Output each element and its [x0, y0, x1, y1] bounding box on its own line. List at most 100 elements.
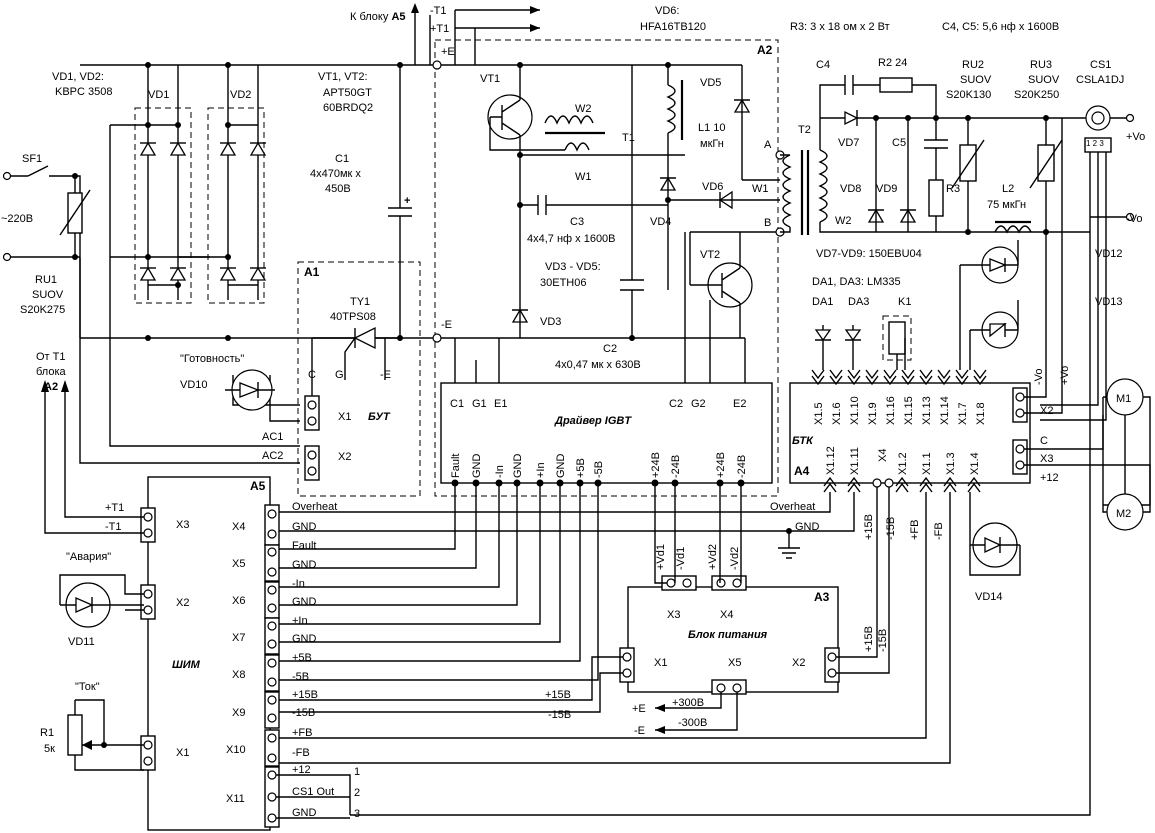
- k1-label: K1: [898, 296, 911, 308]
- driver-igbt-block: [440, 382, 773, 484]
- cs1-part: CSLA1DJ: [1076, 74, 1124, 86]
- a3-m15: -15В: [877, 629, 889, 652]
- svg-text:X1.1: X1.1: [921, 452, 933, 475]
- ac2-label: AC2: [262, 450, 283, 462]
- a4-top-pin-labels: X1.5 X1.6 X1.10 X1.9 X1.16 X1.15 X1.13 X…: [813, 396, 987, 425]
- da-title: DA1, DA3: LM335: [812, 276, 901, 288]
- svg-text:X1.6: X1.6: [831, 402, 843, 425]
- vd35-part: 30ETH06: [540, 277, 586, 289]
- svg-text:GND: GND: [292, 521, 317, 533]
- a3-plus-e: +E: [632, 703, 646, 715]
- drv-pin-e2: E2: [733, 398, 746, 410]
- bridge-vd1: [110, 65, 210, 300]
- a5-connectors: [264, 504, 280, 828]
- a1-pin-g: G: [335, 369, 344, 381]
- svg-text:X4: X4: [877, 449, 889, 462]
- vd12-label: VD12: [1095, 248, 1123, 260]
- l1-unit: мкГн: [700, 138, 724, 150]
- svg-text:-24В: -24В: [736, 455, 748, 478]
- svg-text:X10: X10: [226, 744, 246, 756]
- vd5-label: VD5: [700, 77, 721, 89]
- a5-connector-labels: X4 Overheat GND X5 Fault GND X6 -In GND …: [226, 501, 360, 820]
- t1-pos-label: +T1: [430, 23, 449, 35]
- a3-p15b: +15В: [545, 689, 571, 701]
- c3-value: 4x4,7 нф x 1600В: [527, 233, 616, 245]
- svg-text:Overheat: Overheat: [292, 501, 337, 513]
- ac1-label: AC1: [262, 431, 283, 443]
- alarm-label: "Авария": [66, 551, 111, 563]
- a4-m15: -15В: [885, 517, 897, 540]
- a4-vo-neg: -Vo: [1033, 368, 1045, 385]
- svg-text:X7: X7: [232, 632, 245, 644]
- da3-label: DA3: [848, 296, 869, 308]
- svg-text:-In: -In: [494, 465, 506, 478]
- vt-part2: 60BRDQ2: [323, 102, 373, 114]
- svg-text:-In: -In: [292, 578, 305, 590]
- svg-text:GND: GND: [292, 559, 317, 571]
- svg-text:3: 3: [354, 808, 360, 820]
- to-a5-label: К блоку A5: [350, 11, 406, 23]
- a1-x1: X1: [338, 411, 351, 423]
- svg-text:X1.12: X1.12: [825, 446, 837, 475]
- point-a: A: [764, 139, 772, 151]
- vd11-label: VD11: [68, 636, 95, 648]
- svg-text:X1.7: X1.7: [957, 402, 969, 425]
- thyristor-ty1: [311, 326, 400, 398]
- a4-top-connectors: [811, 369, 987, 386]
- a4-name: БТК: [792, 435, 814, 447]
- a3-vd1p: +Vd1: [655, 544, 667, 570]
- a1-x2: X2: [338, 451, 351, 463]
- cs1-pins: 1 2 3: [1086, 139, 1104, 148]
- svg-text:X1.16: X1.16: [885, 396, 897, 425]
- svg-text:GND: GND: [471, 454, 483, 479]
- w1-label: W1: [575, 171, 592, 183]
- ty1-label: TY1: [350, 296, 370, 308]
- svg-text:X1.11: X1.11: [849, 447, 861, 475]
- a4-tag: A4: [794, 464, 810, 478]
- t1-neg-label: -T1: [430, 5, 447, 17]
- driver-name: Драйвер IGBT: [554, 415, 632, 427]
- vd9-label: VD9: [876, 183, 897, 195]
- svg-text:CS1 Out: CS1 Out: [292, 786, 334, 798]
- a4-bottom-connectors: [823, 476, 981, 493]
- vo-neg-out: -Vo: [1126, 213, 1143, 225]
- vd6-title: VD6:: [655, 5, 679, 17]
- a5-name: ШИМ: [172, 659, 201, 671]
- c3-label: C3: [570, 216, 584, 228]
- svg-text:X6: X6: [232, 595, 245, 607]
- a3-p300: +300В: [672, 697, 704, 709]
- vd7-label: VD7: [838, 137, 859, 149]
- l1-label: L1 10: [698, 122, 726, 134]
- block-a1-outline: [297, 261, 421, 497]
- c1-plus: +: [404, 195, 410, 207]
- drv-pin-c1: C1: [450, 398, 464, 410]
- svg-text:X9: X9: [232, 707, 245, 719]
- t1-w1-label: W1: [752, 183, 769, 195]
- svg-text:+15В: +15В: [292, 689, 318, 701]
- svg-text:X4: X4: [232, 521, 245, 533]
- a4-pfb: +FB: [909, 520, 921, 540]
- a4-mfb: -FB: [933, 522, 945, 540]
- vd35-title: VD3 - VD5:: [545, 261, 601, 273]
- ru3-part: S20K250: [1014, 89, 1059, 101]
- a5-x3: X3: [176, 519, 189, 531]
- a2-tag: A2: [757, 43, 773, 57]
- tok-label: "Ток": [75, 681, 100, 693]
- r3-label: R3: [946, 183, 960, 195]
- svg-text:X1.14: X1.14: [939, 396, 951, 425]
- a3-x2: X2: [792, 657, 805, 669]
- vd6-label: VD6: [702, 181, 723, 193]
- a3-minus-e: -E: [634, 725, 645, 737]
- svg-text:X1.8: X1.8: [975, 402, 987, 425]
- a4-gnd: GND: [795, 521, 820, 533]
- r1-label: R1: [40, 727, 54, 739]
- l2-label: L2: [1002, 183, 1014, 195]
- a4-c: C: [1040, 435, 1048, 447]
- a3-x5: X5: [728, 657, 741, 669]
- vd14-label: VD14: [975, 591, 1003, 603]
- vt1-label: VT1: [480, 73, 500, 85]
- svg-text:+In: +In: [535, 462, 547, 478]
- svg-text:+5В: +5В: [292, 652, 312, 664]
- c1-label: C1: [335, 153, 349, 165]
